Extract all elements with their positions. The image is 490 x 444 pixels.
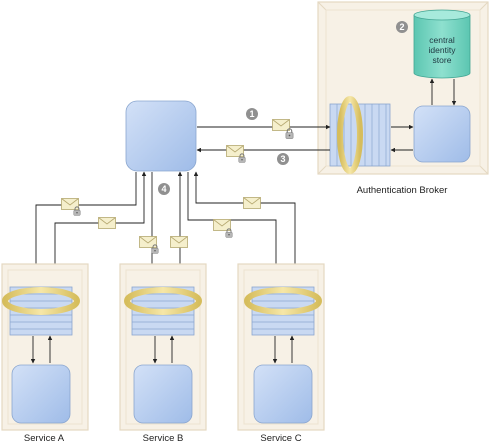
firewall-ring-icon: [2, 287, 80, 315]
service-c-container: [237, 263, 325, 431]
store-label-line3: store: [433, 55, 452, 65]
firewall-ring-icon: [337, 96, 363, 174]
step-number: 2: [399, 22, 404, 32]
envelope-icon: [139, 236, 157, 248]
client-node: [125, 100, 197, 172]
firewall-ring-icon: [124, 287, 202, 315]
service-c-node: [253, 364, 313, 424]
service-a-container: [1, 263, 89, 431]
step-number: 4: [161, 184, 166, 194]
store-label-line1: central: [429, 35, 455, 45]
service-b-label: Service B: [143, 433, 184, 444]
envelope-icon: [243, 197, 261, 209]
envelope-icon: [98, 217, 116, 229]
step-number: 3: [280, 154, 285, 164]
envelope-icon: [226, 145, 244, 157]
service-c-label: Service C: [260, 433, 301, 444]
envelope-icon: [170, 236, 188, 248]
envelope-icon: [61, 198, 79, 210]
step-number: 1: [249, 109, 254, 119]
database-cylinder-icon: [413, 9, 471, 79]
central-identity-store: central identity store: [413, 9, 471, 79]
envelope-icon: [272, 119, 290, 131]
service-a-label: Service A: [24, 433, 65, 444]
broker-label: Authentication Broker: [357, 185, 448, 196]
step-badge-2: 2: [396, 21, 408, 33]
broker-firewall: [329, 96, 391, 174]
service-a-node: [11, 364, 71, 424]
service-b-node: [133, 364, 193, 424]
step-badge-3: 3: [277, 153, 289, 165]
service-b-container: [119, 263, 207, 431]
connector-lines: [33, 78, 457, 281]
store-label-line2: identity: [429, 45, 457, 55]
firewall-ring-icon: [244, 287, 322, 315]
broker-node: [413, 105, 471, 163]
step-badge-4: 4: [158, 183, 170, 195]
step-badge-1: 1: [246, 108, 258, 120]
